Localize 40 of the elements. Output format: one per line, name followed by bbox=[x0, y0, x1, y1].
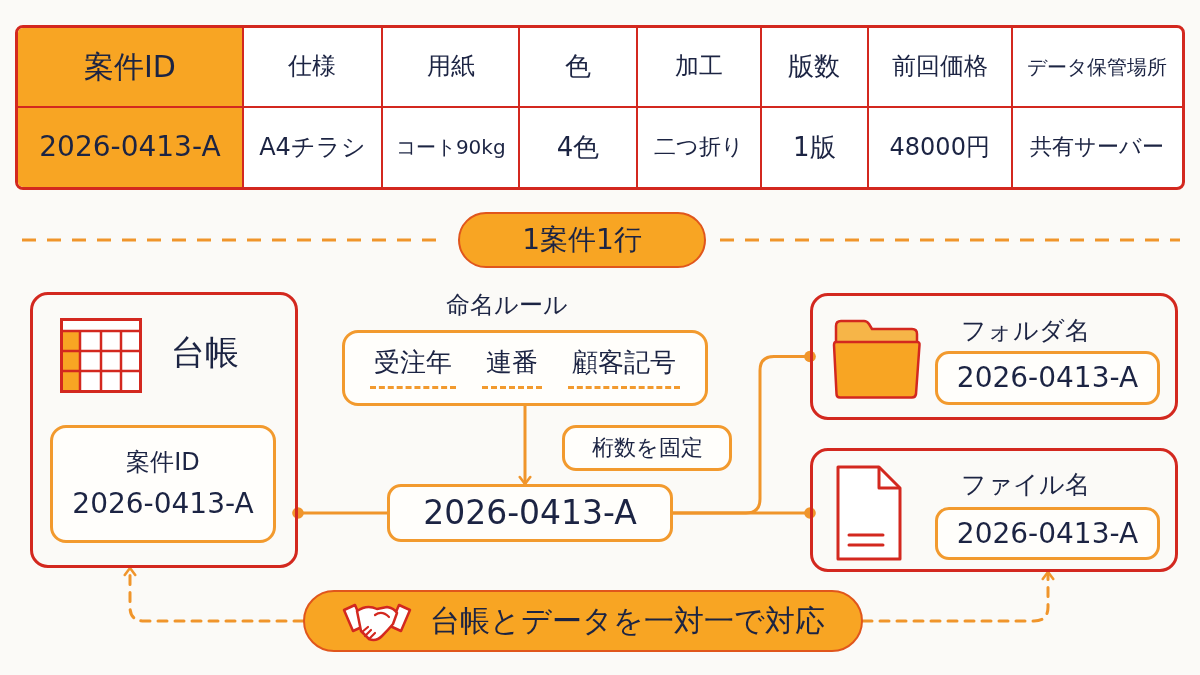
panel-title: 台帳 bbox=[171, 331, 239, 373]
connector-line bbox=[292, 507, 389, 519]
id-card bbox=[50, 425, 276, 543]
folder-panel bbox=[810, 293, 1178, 420]
id-box: 2026-0413-A bbox=[935, 351, 1160, 405]
rule-heading: 命名ルール bbox=[446, 290, 568, 320]
id-box: 2026-0413-A bbox=[387, 484, 673, 542]
arrow bbox=[518, 404, 532, 486]
header-cell: 版数 bbox=[762, 28, 869, 108]
rule-term: 受注年 bbox=[370, 347, 456, 389]
summary-text: 台帳とデータを一対一で対応 bbox=[429, 603, 825, 639]
header-cell: 仕様 bbox=[243, 28, 384, 108]
data-cell: 48000円 bbox=[868, 107, 1013, 187]
header-cell: 案件ID bbox=[18, 28, 244, 108]
ledger-panel bbox=[30, 292, 298, 568]
header-cell: 色 bbox=[520, 28, 638, 108]
dashed-arrow bbox=[123, 566, 305, 623]
section-pill: 1案件1行 bbox=[458, 212, 706, 268]
dashed-arrow bbox=[861, 570, 1055, 623]
note-tag: 桁数を固定 bbox=[562, 425, 732, 471]
data-cell-text: 共有サーバー bbox=[1029, 133, 1166, 162]
data-cell: コート90kg bbox=[383, 107, 521, 187]
rule-term: 連番 bbox=[482, 347, 542, 389]
data-cell: 二つ折り bbox=[637, 107, 763, 187]
field-label: 案件ID bbox=[126, 447, 200, 477]
header-cell: 前回価格 bbox=[868, 28, 1013, 108]
header-cell: 加工 bbox=[637, 28, 763, 108]
connector-line bbox=[671, 507, 816, 519]
header-cell: データ保管場所 bbox=[1012, 28, 1182, 108]
data-cell: 2026-0413-A bbox=[18, 107, 244, 187]
id-box: 2026-0413-A bbox=[935, 507, 1160, 560]
id-value: 2026-0413-A bbox=[72, 486, 254, 521]
data-cell: 1版 bbox=[762, 107, 869, 187]
header-cell: 用紙 bbox=[383, 28, 521, 108]
data-cell: A4チラシ bbox=[243, 107, 384, 187]
panel-title: フォルダ名 bbox=[960, 316, 1090, 346]
panel-title: ファイル名 bbox=[960, 470, 1090, 500]
file-panel bbox=[810, 448, 1178, 572]
data-cell: 4色 bbox=[520, 107, 638, 187]
rule-term: 顧客記号 bbox=[568, 347, 680, 389]
